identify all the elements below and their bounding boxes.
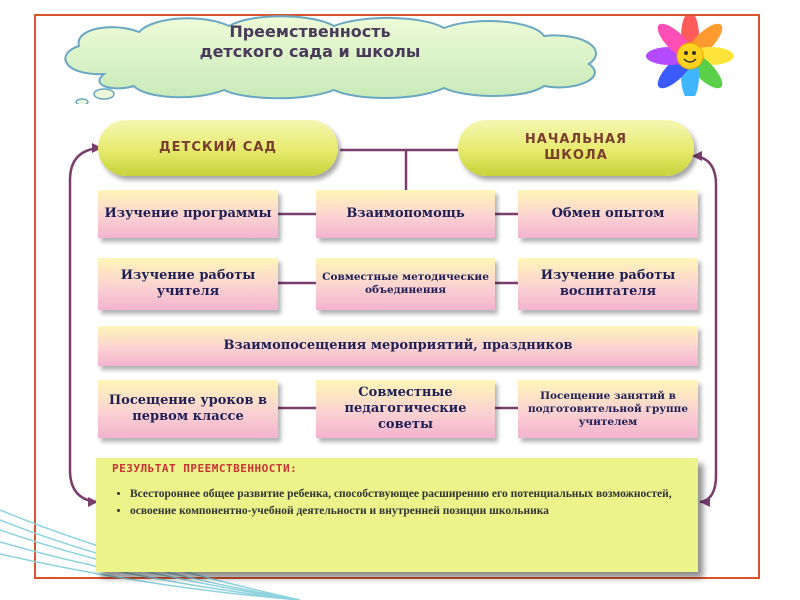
flower-smiley-icon [646,16,734,96]
result-list: Всестороннее общее развитие ребенка, спо… [112,487,680,518]
pill-primary-school-line-1: НАЧАЛЬНАЯ [524,132,628,147]
box-visit-preparatory-group: Посещение занятий в подготовительной гру… [518,380,698,438]
box-study-teacher-work: Изучение работы учителя [98,258,278,310]
result-panel: РЕЗУЛЬТАТ ПРЕЕМСТВЕННОСТИ: Всестороннее … [96,458,698,572]
box-mutual-visits-events-label: Взаимопосещения мероприятий, праздников [223,338,573,353]
box-mutual-help: Взаимопомощь [316,190,495,238]
result-item-2: освоение компонентно-учебной деятельност… [130,504,680,518]
box-joint-pedagogical-councils: Совместные педагогические советы [316,380,495,438]
box-mutual-visits-events: Взаимопосещения мероприятий, праздников [98,326,698,366]
pill-kindergarten-label: ДЕТСКИЙ САД [159,140,277,155]
box-mutual-help-label: Взаимопомощь [346,206,465,221]
box-study-teacher-work-label: Изучение работы учителя [120,268,256,299]
box-study-educator-work: Изучение работы воспитателя [518,258,698,310]
pill-primary-school-line-2: ШКОЛА [544,148,608,163]
box-experience-exchange-label: Обмен опытом [551,206,665,221]
pill-primary-school: НАЧАЛЬНАЯ ШКОЛА [458,120,694,176]
box-visit-first-grade-lessons-label: Посещение уроков в первом классе [108,393,268,424]
title-line-1: Преемственность [229,22,391,41]
pill-kindergarten: ДЕТСКИЙ САД [98,120,338,176]
box-study-educator-work-label: Изучение работы воспитателя [540,268,676,299]
box-visit-preparatory-group-label: Посещение занятий в подготовительной гру… [527,389,689,428]
result-item-1: Всестороннее общее развитие ребенка, спо… [130,487,680,501]
result-title: РЕЗУЛЬТАТ ПРЕЕМСТВЕННОСТИ: [112,462,298,475]
page-title: Преемственность детского сада и школы [100,22,520,62]
box-joint-methodical-associations: Совместные методические объединения [316,258,495,310]
box-joint-pedagogical-councils-label: Совместные педагогические советы [344,385,467,432]
box-visit-first-grade-lessons: Посещение уроков в первом классе [98,380,278,438]
box-joint-methodical-associations-label: Совместные методические объединения [322,271,489,296]
title-line-2: детского сада и школы [199,42,421,61]
box-study-program: Изучение программы [98,190,278,238]
box-experience-exchange: Обмен опытом [518,190,698,238]
box-study-program-label: Изучение программы [104,206,272,221]
title-cloud [64,15,597,104]
